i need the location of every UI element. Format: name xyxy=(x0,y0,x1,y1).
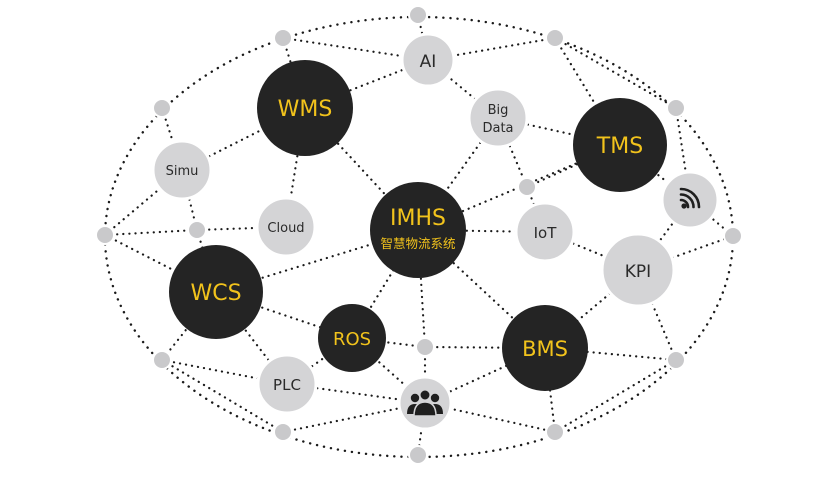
node-wms: WMS xyxy=(257,60,353,156)
node-ros-label: ROS xyxy=(333,329,371,350)
node-bms-label: BMS xyxy=(522,337,568,361)
node-cloud: Cloud xyxy=(255,196,317,258)
node-big-data: Big Data xyxy=(467,87,529,149)
node-kpi-label: KPI xyxy=(625,262,651,282)
junction-dot xyxy=(408,445,428,465)
node-kpi: KPI xyxy=(600,232,676,308)
node-iot-label: IoT xyxy=(534,224,558,242)
junction-dot xyxy=(666,98,686,118)
node-wcs-label: WCS xyxy=(190,281,241,306)
junction-dot xyxy=(545,28,565,48)
wifi-icon xyxy=(679,187,701,209)
node-ai: AI xyxy=(400,32,456,88)
node-big-data-label-line2: Data xyxy=(482,121,513,136)
node-tms: TMS xyxy=(573,98,667,192)
junction-dot xyxy=(187,220,207,240)
junction-dot xyxy=(273,422,293,442)
users-icon xyxy=(407,389,443,417)
node-iot: IoT xyxy=(514,201,576,263)
junction-dot xyxy=(723,226,743,246)
junction-dot xyxy=(152,98,172,118)
node-simu-label: Simu xyxy=(166,164,199,179)
node-simu: Simu xyxy=(151,139,213,201)
junction-dot xyxy=(152,350,172,370)
node-plc: PLC xyxy=(256,353,318,415)
node-imhs-subtitle: 智慧物流系统 xyxy=(380,236,455,251)
junction-dot xyxy=(273,28,293,48)
junction-dot xyxy=(545,422,565,442)
junction-dot xyxy=(517,177,537,197)
node-cloud-label: Cloud xyxy=(267,221,304,236)
junction-dot xyxy=(415,337,435,357)
node-plc-label: PLC xyxy=(273,376,301,394)
junction-dots xyxy=(95,5,743,465)
node-wcs: WCS xyxy=(169,245,263,339)
node-wifi xyxy=(660,170,720,230)
node-ros: ROS xyxy=(318,304,386,372)
node-tms-label: TMS xyxy=(596,134,643,159)
node-big-data-label-line1: Big xyxy=(488,103,509,118)
junction-dot xyxy=(95,225,115,245)
junction-dot xyxy=(408,5,428,25)
junction-dot xyxy=(666,350,686,370)
node-imhs-title: IMHS xyxy=(390,206,446,231)
node-ai-label: AI xyxy=(420,52,437,72)
node-wms-label: WMS xyxy=(278,97,333,122)
node-users xyxy=(397,375,453,431)
node-imhs-center: IMHS 智慧物流系统 xyxy=(370,182,466,278)
node-bms: BMS xyxy=(502,305,588,391)
